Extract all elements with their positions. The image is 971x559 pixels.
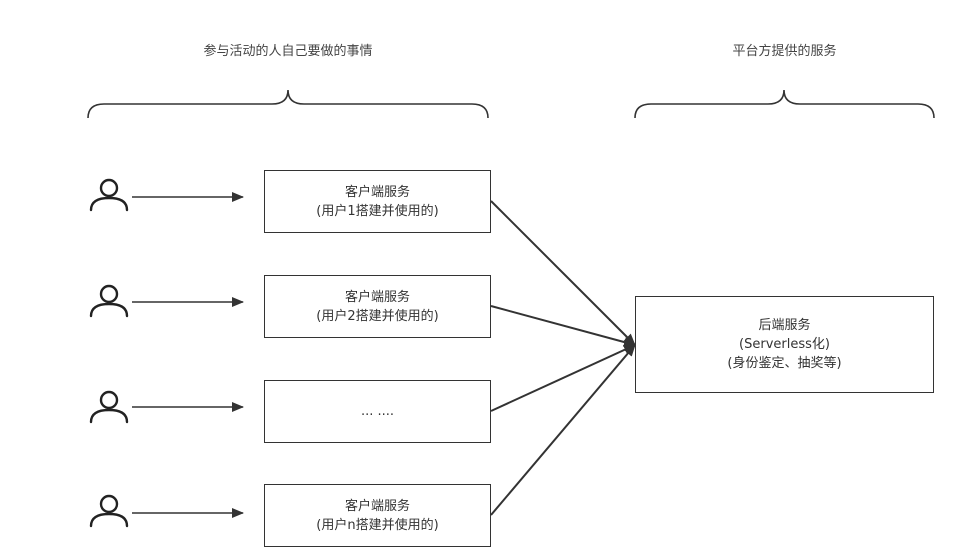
client-service-subtitle: (用户n搭建并使用的) xyxy=(316,517,439,533)
left-section-title: 参与活动的人自己要做的事情 xyxy=(203,44,373,59)
right-brace xyxy=(634,89,935,119)
client-service-box-1: 客户端服务 (用户1搭建并使用的) xyxy=(264,170,491,233)
client-service-subtitle: (用户2搭建并使用的) xyxy=(316,308,439,324)
ellipsis-text: ... .... xyxy=(360,404,395,419)
client-to-backend-arrow xyxy=(490,305,636,347)
user-icon xyxy=(89,390,129,424)
backend-service-subtitle: (Serverless化) xyxy=(739,337,830,352)
backend-service-title: 后端服务 xyxy=(758,318,811,333)
client-service-subtitle: (用户1搭建并使用的) xyxy=(316,203,439,219)
left-brace xyxy=(87,89,489,119)
backend-service-box: 后端服务 (Serverless化) (身份鉴定、抽奖等) xyxy=(635,296,934,393)
user-icon xyxy=(89,284,129,318)
user-icon xyxy=(89,178,129,212)
client-service-title: 客户端服务 xyxy=(344,184,410,200)
client-to-backend-arrow xyxy=(490,200,636,346)
client-service-box-ellipsis: ... .... xyxy=(264,380,491,443)
client-service-box-2: 客户端服务 (用户2搭建并使用的) xyxy=(264,275,491,338)
client-service-title: 客户端服务 xyxy=(344,498,410,514)
right-section-title: 平台方提供的服务 xyxy=(732,44,837,59)
backend-service-detail: (身份鉴定、抽奖等) xyxy=(727,356,842,371)
client-to-backend-arrow xyxy=(490,344,636,412)
user-icon xyxy=(89,494,129,528)
client-service-title: 客户端服务 xyxy=(344,289,410,305)
client-to-backend-arrow xyxy=(490,344,636,516)
client-service-box-n: 客户端服务 (用户n搭建并使用的) xyxy=(264,484,491,547)
